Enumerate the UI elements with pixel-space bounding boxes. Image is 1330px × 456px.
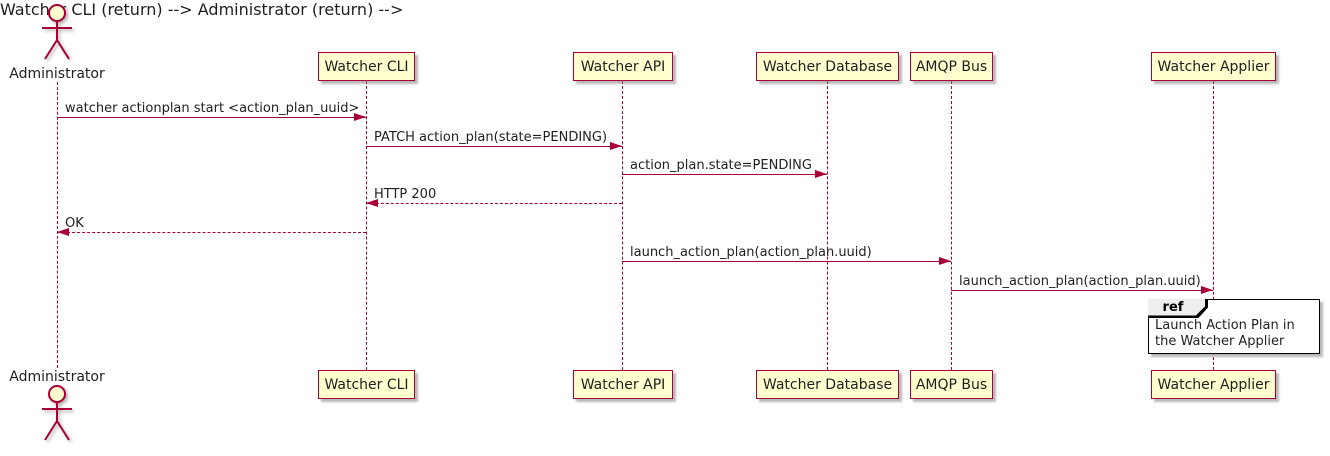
ref-keyword: ref xyxy=(1162,300,1184,315)
participant-watcher-applier-top: Watcher Applier xyxy=(1151,52,1276,81)
message-line-6 xyxy=(622,261,951,262)
arrowhead-right-icon xyxy=(939,257,951,265)
ref-text: Launch Action Plan in the Watcher Applie… xyxy=(1155,318,1295,349)
participant-amqp-bus-bottom: AMQP Bus xyxy=(910,370,993,399)
participant-watcher-cli-bottom: Watcher CLI xyxy=(318,370,415,399)
arrowhead-right-icon xyxy=(610,142,622,150)
message-label-3: action_plan.state=PENDING xyxy=(630,158,812,173)
message-label-7: launch_action_plan(action_plan.uuid) xyxy=(959,274,1201,289)
arrowhead-left-icon xyxy=(366,199,378,207)
participant-watcher-api-top: Watcher API xyxy=(573,52,673,81)
message-label-1: watcher actionplan start <action_plan_uu… xyxy=(65,101,360,116)
actor-label-bottom: Administrator xyxy=(9,369,105,385)
arrowhead-right-icon xyxy=(354,113,366,121)
participant-watcher-database-top: Watcher Database xyxy=(756,52,899,81)
participant-watcher-api-bottom: Watcher API xyxy=(573,370,673,399)
message-line-2 xyxy=(366,146,622,147)
message-line-1 xyxy=(57,117,366,118)
message-label-2: PATCH action_plan(state=PENDING) xyxy=(374,130,608,145)
lifeline-watcher-cli xyxy=(366,81,367,370)
arrowhead-right-icon xyxy=(1201,286,1213,294)
participant-amqp-bus-top: AMQP Bus xyxy=(910,52,993,81)
lifeline-watcher-applier xyxy=(1213,81,1214,370)
participant-watcher-cli-top: Watcher CLI xyxy=(318,52,415,81)
ref-tab: ref xyxy=(1148,299,1208,318)
actor-label-top: Administrator xyxy=(9,66,105,82)
message-line-5 xyxy=(57,232,366,233)
lifeline-amqp-bus xyxy=(951,81,952,370)
message-label-5: OK xyxy=(65,216,84,231)
ref-fragment: ref Launch Action Plan in the Watcher Ap… xyxy=(1148,299,1320,354)
actor-icon xyxy=(42,4,72,60)
message-line-7 xyxy=(951,290,1213,291)
arrowhead-right-icon xyxy=(815,170,827,178)
message-line-4 xyxy=(366,203,622,204)
lifeline-administrator xyxy=(57,82,58,368)
ref-tab-fill xyxy=(1148,299,1205,316)
message-line-3 xyxy=(622,174,827,175)
lifeline-watcher-database xyxy=(827,81,828,370)
participant-watcher-database-bottom: Watcher Database xyxy=(756,370,899,399)
arrowhead-left-icon xyxy=(57,228,69,236)
participant-watcher-applier-bottom: Watcher Applier xyxy=(1151,370,1276,399)
message-label-6: launch_action_plan(action_plan.uuid) xyxy=(630,245,872,260)
lifeline-watcher-api xyxy=(622,81,623,370)
actor-icon xyxy=(42,385,72,441)
message-label-4: HTTP 200 xyxy=(374,187,437,202)
